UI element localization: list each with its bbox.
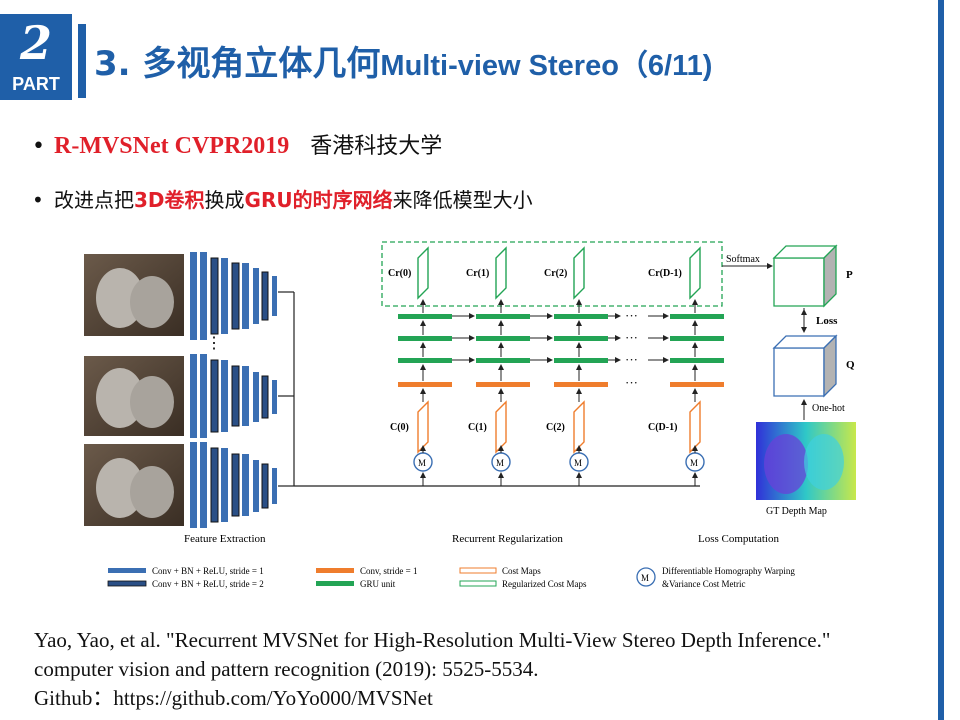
legend: Conv + BN + ReLU, stride = 1 Conv + BN +… bbox=[107, 566, 795, 589]
title-main: 3. 多视角立体几何 bbox=[94, 44, 381, 84]
bullet-1-text: 香港科技大学 bbox=[310, 134, 443, 159]
cr-label-2: Cr(2) bbox=[544, 268, 567, 279]
part-label: PART bbox=[12, 74, 60, 94]
feature-stack-bottom bbox=[190, 442, 277, 528]
reference-block: Yao, Yao, et al. "Recurrent MVSNet for H… bbox=[34, 626, 934, 713]
feature-stack-mid bbox=[190, 354, 277, 438]
m-label-2: M bbox=[574, 458, 582, 468]
probability-cube-p bbox=[772, 244, 838, 308]
onehot-cube-q bbox=[772, 334, 838, 398]
reference-line-1: Yao, Yao, et al. "Recurrent MVSNet for H… bbox=[34, 628, 831, 652]
gru-column-2 bbox=[554, 246, 608, 472]
input-image-3 bbox=[84, 444, 184, 526]
legend-swatch-conv-s1 bbox=[316, 568, 354, 573]
softmax-label: Softmax bbox=[726, 254, 760, 265]
bullet-dot: • bbox=[32, 188, 44, 212]
part-number: 2 bbox=[19, 16, 52, 70]
bullet-2-text-a: 改进点把 bbox=[54, 188, 134, 212]
dots-row-3: ··· bbox=[625, 352, 638, 367]
feature-stack-top bbox=[190, 252, 277, 340]
legend-m-label: M bbox=[641, 573, 649, 583]
c-label-2: C(2) bbox=[546, 422, 565, 433]
m-label-d: M bbox=[690, 458, 698, 468]
legend-swatch-conv1 bbox=[108, 568, 146, 573]
input-image-1 bbox=[84, 254, 184, 336]
feature-vertical-dots: ⋮ bbox=[206, 335, 222, 352]
bullet-dot: • bbox=[32, 134, 45, 159]
legend-cost: Cost Maps bbox=[502, 566, 541, 576]
legend-swatch-reg-cost bbox=[459, 580, 497, 587]
bullet-2-text-c: 来降低模型大小 bbox=[392, 188, 533, 212]
legend-conv-s1: Conv, stride = 1 bbox=[360, 566, 418, 576]
dots-row-1: ··· bbox=[625, 308, 638, 323]
c-label-d: C(D-1) bbox=[648, 422, 677, 433]
regularized-cost-box bbox=[381, 241, 723, 307]
rmvsnet-diagram: ⋮ bbox=[80, 236, 870, 606]
bullet-1-bold: R-MVSNet CVPR2019 bbox=[54, 133, 290, 159]
onehot-label: One-hot bbox=[812, 403, 845, 414]
legend-conv1: Conv + BN + ReLU, stride = 1 bbox=[152, 566, 264, 576]
cr-label-d: Cr(D-1) bbox=[648, 268, 682, 279]
recurrent-arrows bbox=[452, 313, 669, 363]
legend-gru: GRU unit bbox=[360, 579, 396, 589]
legend-homo2: &Variance Cost Metric bbox=[662, 579, 745, 589]
gt-depth-map-image bbox=[756, 422, 856, 500]
gt-label: GT Depth Map bbox=[766, 506, 827, 517]
section-loss-computation: Loss Computation bbox=[698, 533, 779, 545]
reference-line-2: computer vision and pattern recognition … bbox=[34, 657, 539, 681]
c-label-1: C(1) bbox=[468, 422, 487, 433]
dots-row-4: ··· bbox=[625, 375, 638, 390]
slide-title: 3. 多视角立体几何Multi-view Stereo（6/11) bbox=[94, 36, 712, 85]
column-arrows bbox=[420, 299, 698, 486]
m-label-1: M bbox=[496, 458, 504, 468]
legend-swatch-cost bbox=[459, 567, 497, 574]
c-label-0: C(0) bbox=[390, 422, 409, 433]
right-edge-bar bbox=[938, 0, 944, 720]
bullet-2-highlight-a: 3D卷积 bbox=[134, 188, 205, 212]
m-label-0: M bbox=[418, 458, 426, 468]
part-badge: 2 PART bbox=[0, 14, 72, 100]
gru-column-d bbox=[670, 246, 724, 472]
legend-homography-icon bbox=[636, 567, 656, 587]
legend-reg-cost: Regularized Cost Maps bbox=[502, 579, 587, 589]
q-label: Q bbox=[846, 359, 855, 371]
reference-github[interactable]: Github：https://github.com/YoYo000/MVSNet bbox=[34, 686, 433, 710]
gru-column-0 bbox=[398, 246, 452, 472]
title-accent-bar bbox=[78, 24, 86, 98]
bullet-2-highlight-b: GRU的时序网络 bbox=[244, 188, 393, 212]
gru-column-1 bbox=[476, 246, 530, 472]
legend-swatch-conv2 bbox=[107, 580, 147, 587]
section-feature-extraction: Feature Extraction bbox=[184, 533, 266, 545]
legend-swatch-gru bbox=[316, 581, 354, 586]
bullet-1: • R-MVSNet CVPR2019 香港科技大学 bbox=[32, 128, 442, 160]
dots-row-2: ··· bbox=[625, 330, 638, 345]
legend-homo1: Differentiable Homography Warping bbox=[662, 566, 795, 576]
feature-bus-lines bbox=[278, 291, 700, 487]
cr-label-0: Cr(0) bbox=[388, 268, 411, 279]
section-recurrent-regularization: Recurrent Regularization bbox=[452, 533, 563, 545]
p-label: P bbox=[846, 269, 853, 281]
title-sub: Multi-view Stereo（6/11) bbox=[380, 50, 713, 82]
bullet-2: • 改进点把3D卷积换成GRU的时序网络来降低模型大小 bbox=[32, 184, 533, 213]
loss-label: Loss bbox=[816, 315, 838, 327]
cr-label-1: Cr(1) bbox=[466, 268, 489, 279]
bullet-2-text-b: 换成 bbox=[204, 188, 245, 212]
input-image-2 bbox=[84, 356, 184, 436]
legend-conv2: Conv + BN + ReLU, stride = 2 bbox=[152, 579, 264, 589]
